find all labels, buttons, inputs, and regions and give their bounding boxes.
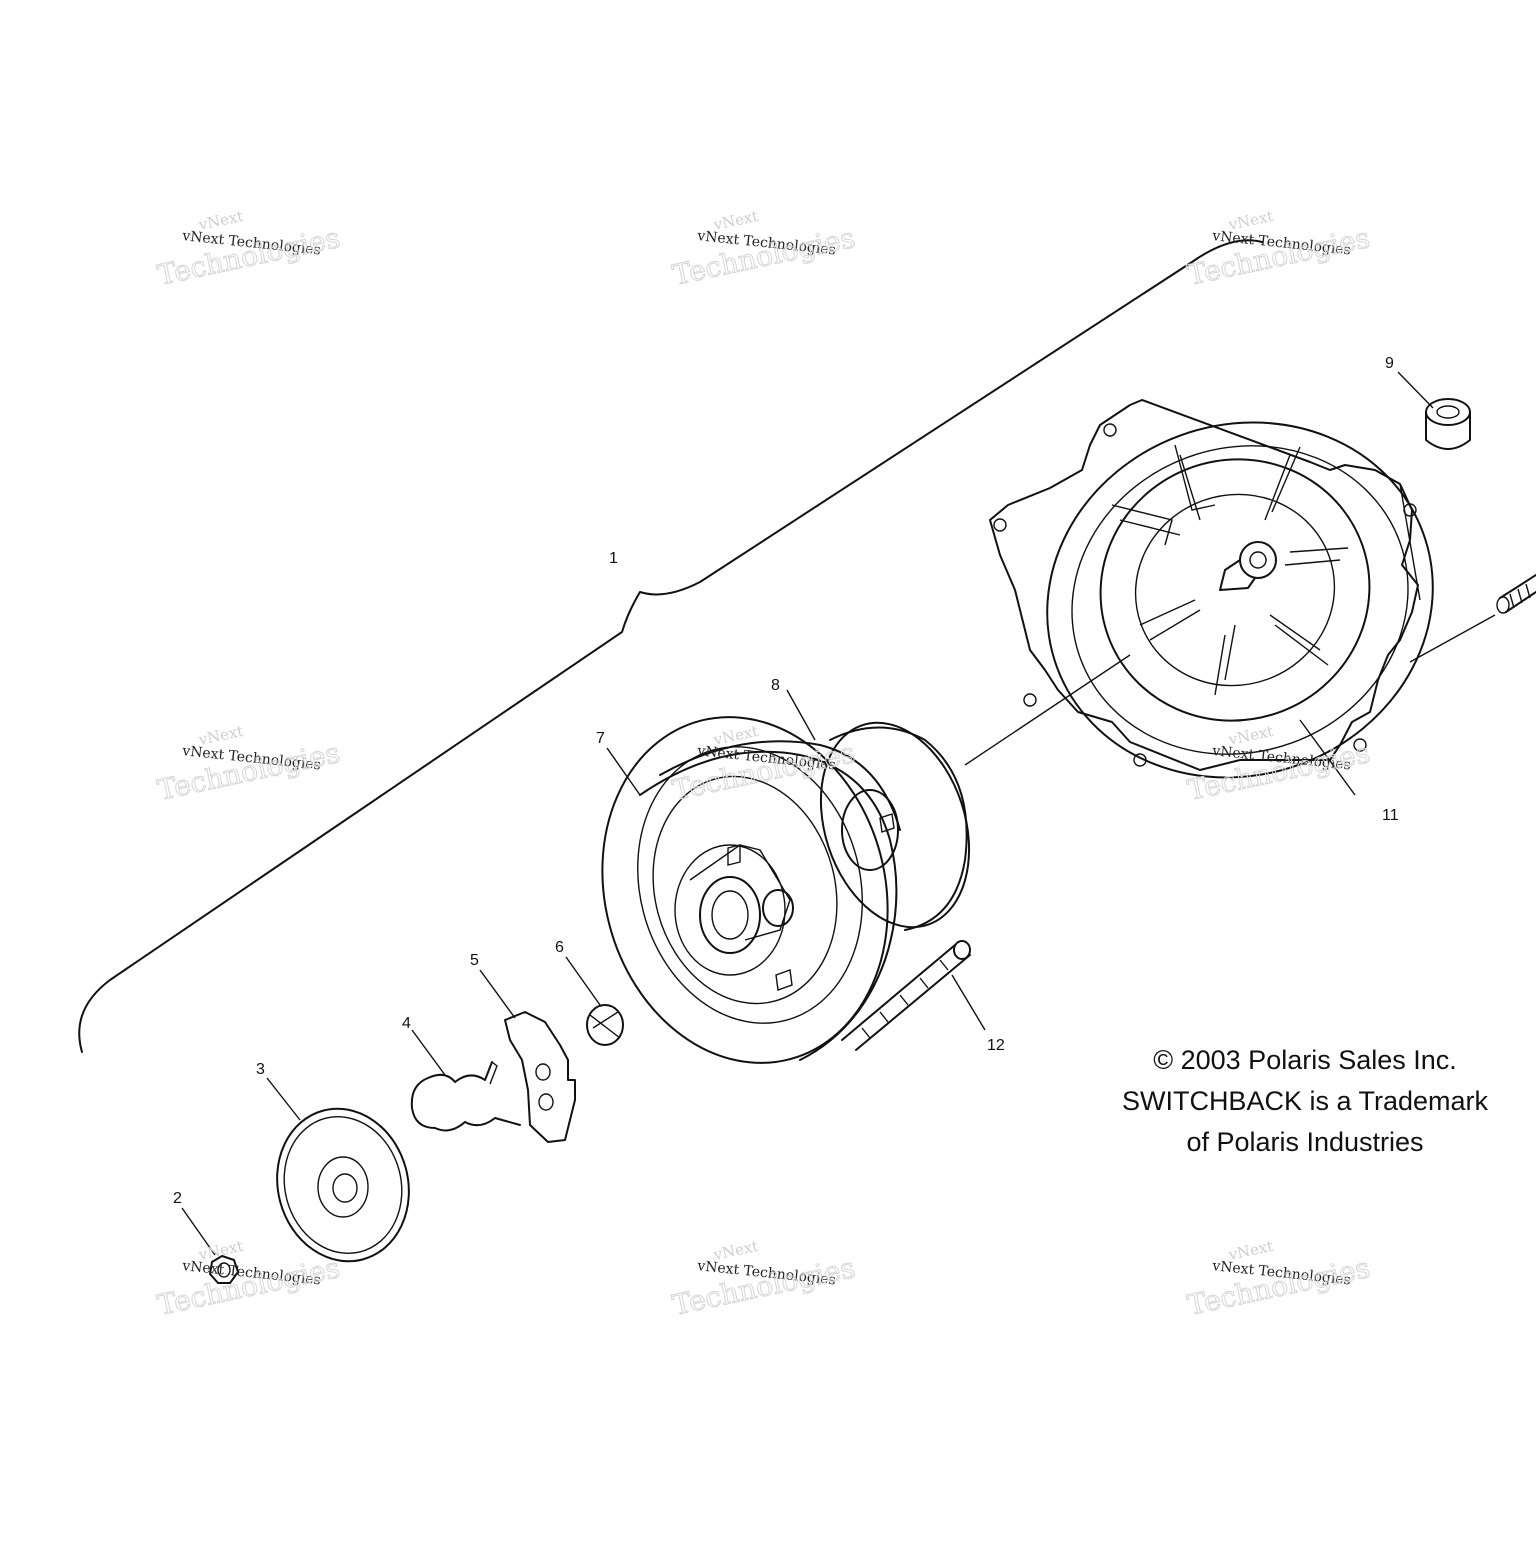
watermark: vNext vNext Technologies Technologies — [1184, 1237, 1373, 1322]
threaded-stud — [1496, 574, 1536, 614]
callout-11: 11 — [1382, 807, 1399, 824]
part-3-plate — [276, 1107, 410, 1263]
assembly-bracket — [78, 239, 1263, 1053]
copyright-line: © 2003 Polaris Sales Inc. — [1153, 1045, 1457, 1075]
watermark: vNext vNext Technologies Technologies — [154, 722, 343, 807]
copyright-notice: © 2003 Polaris Sales Inc. SWITCHBACK is … — [1100, 1040, 1510, 1163]
callout-9: 9 — [1385, 355, 1394, 372]
callout-8: 8 — [771, 677, 780, 694]
part-4-clip — [410, 1061, 521, 1132]
trademark-line: SWITCHBACK is a Trademark — [1121, 1086, 1489, 1116]
callout-1: 1 — [609, 550, 618, 567]
callout-3: 3 — [256, 1061, 265, 1078]
part-5-pawl — [504, 1011, 576, 1143]
callout-2: 2 — [173, 1190, 182, 1207]
trademark-owner-line: of Polaris Industries — [1186, 1127, 1424, 1157]
part-2-nut — [209, 1255, 239, 1284]
watermark: vNext vNext Technologies Technologies — [669, 1237, 858, 1322]
leader-lines — [181, 371, 1434, 1256]
axis-line-right — [1409, 614, 1496, 663]
callout-numbers: 1 2 3 4 5 6 7 8 9 11 12 — [173, 355, 1399, 1207]
part-6-spring — [586, 1004, 624, 1046]
part-9-bushing — [1425, 398, 1471, 450]
watermark: vNext vNext Technologies Technologies — [154, 207, 343, 292]
watermark: vNext vNext Technologies Technologies — [669, 207, 858, 292]
part-12-rope — [841, 940, 971, 1051]
part-8-plate — [819, 721, 971, 931]
callout-5: 5 — [470, 952, 479, 969]
axis-line — [964, 654, 1131, 766]
part-7-pulley — [601, 716, 901, 1064]
callout-7: 7 — [596, 730, 605, 747]
callout-6: 6 — [555, 939, 564, 956]
part-11-recoil-housing — [989, 399, 1434, 779]
callout-12: 12 — [987, 1037, 1005, 1054]
callout-4: 4 — [402, 1015, 411, 1032]
